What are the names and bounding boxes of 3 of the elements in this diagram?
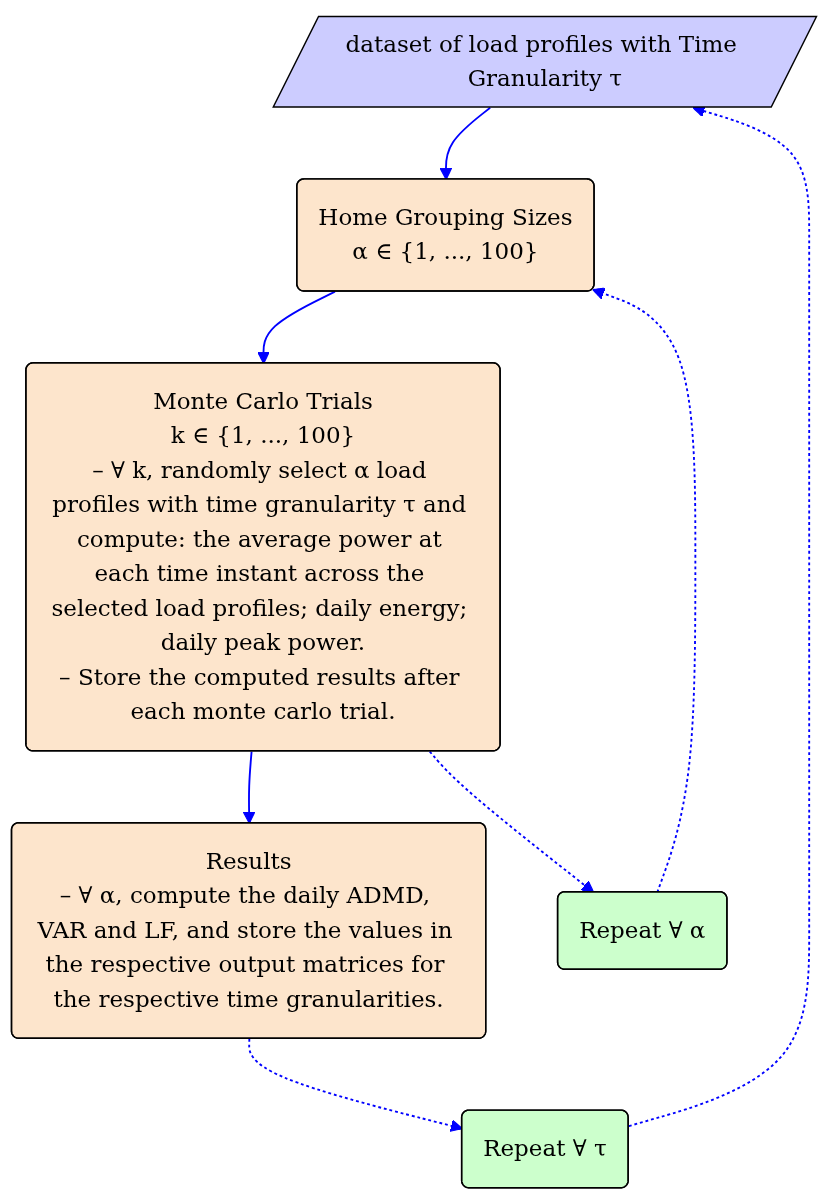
arrow xyxy=(257,290,336,364)
arrow xyxy=(428,750,595,893)
arrow xyxy=(242,750,256,824)
